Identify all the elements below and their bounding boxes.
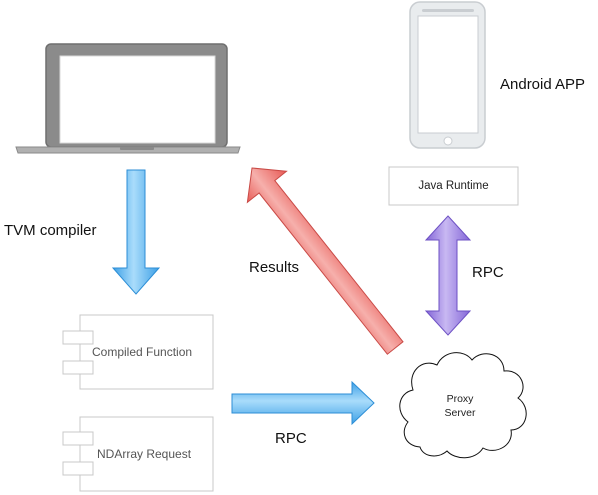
- tvm-compiler-label: TVM compiler: [4, 222, 97, 239]
- ndarray-request-component: [62, 416, 214, 492]
- java-runtime-box: [388, 166, 519, 206]
- android-app-label: Android APP: [500, 76, 586, 93]
- rpc-vertical-label: RPC: [472, 264, 504, 281]
- ndarray-request-label: NDArray Request: [97, 447, 192, 461]
- rpc-horizontal-label: RPC: [275, 430, 307, 447]
- laptop-icon: [15, 43, 241, 154]
- results-arrow: [246, 167, 404, 355]
- cloud-icon: [399, 352, 527, 459]
- rpc-bidirectional-arrow: [424, 215, 472, 336]
- compiled-function-label: Compiled Function: [92, 345, 193, 359]
- results-label: Results: [249, 259, 300, 276]
- compiled-function-component: [62, 314, 214, 390]
- android-phone-icon: [409, 1, 486, 149]
- compile-arrow: [111, 169, 161, 295]
- rpc-request-arrow: [231, 380, 375, 426]
- server-label: Server: [444, 407, 476, 419]
- java-runtime-label: Java Runtime: [418, 180, 489, 192]
- proxy-label: Proxy: [446, 393, 474, 405]
